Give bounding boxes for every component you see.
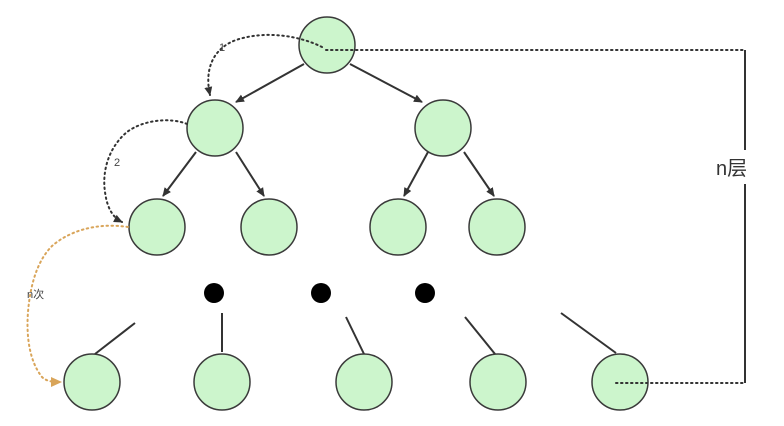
tree-node-leaf-2: [193, 353, 251, 411]
step-label-n: n次: [27, 287, 44, 301]
depth-bracket: [325, 49, 778, 384]
ellipsis-dots: [204, 283, 435, 303]
edge-l-lr: [235, 151, 265, 197]
tree-node-level3-2: [240, 198, 298, 256]
depth-label-background: [712, 150, 778, 184]
edge-r-rl: [403, 151, 429, 197]
ellipsis-dot-2: [311, 283, 331, 303]
tree-nodes: [63, 16, 649, 411]
bottom-edges: [94, 312, 617, 355]
edge-root-left: [235, 63, 305, 103]
tree-node-leaf-1: [63, 353, 121, 411]
traversal-path-2: [103, 119, 188, 223]
tree-node-level3-3: [369, 198, 427, 256]
step-label-2: 2: [114, 157, 120, 169]
tree-node-leaf-3: [335, 353, 393, 411]
edge-bottom-5: [560, 312, 617, 354]
tree-node-level3-1: [128, 198, 186, 256]
tree-node-leaf-4: [469, 353, 527, 411]
traversal-paths: [26, 33, 323, 387]
edge-r-rr: [463, 151, 495, 197]
tree-node-root: [298, 16, 356, 74]
traversal-path-n: [26, 224, 129, 387]
step-label-1: 1: [219, 42, 225, 54]
ellipsis-dot-3: [415, 283, 435, 303]
tree-edges: [162, 63, 495, 197]
edge-root-right: [349, 63, 423, 103]
depth-label: n层: [716, 158, 747, 180]
edge-l-ll: [162, 151, 197, 197]
edge-bottom-3: [345, 316, 365, 355]
tree-node-leaf-5: [591, 353, 649, 411]
edge-bottom-1: [94, 322, 136, 355]
tree-node-level2-left: [186, 99, 244, 157]
traversal-path-1: [204, 33, 323, 96]
edge-bottom-4: [464, 316, 496, 355]
tree-node-level3-4: [468, 198, 526, 256]
tree-node-level2-right: [414, 99, 472, 157]
ellipsis-dot-1: [204, 283, 224, 303]
